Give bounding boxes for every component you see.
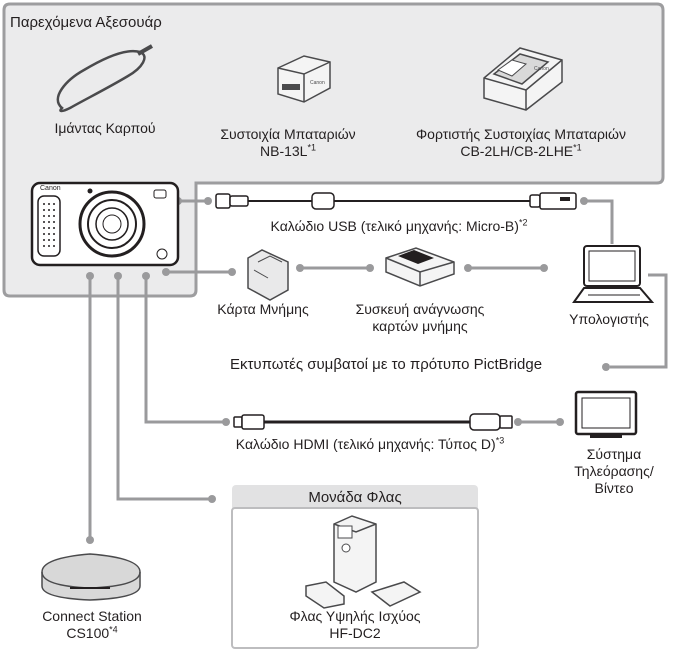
charger-footnote: *1 [573,142,582,153]
charger-label-line1: Φορτιστής Συστοιχίας Μπαταριών [416,126,626,142]
hdmi-cable-icon [233,413,513,431]
flash-label-line1: Φλας Υψηλής Ισχύος [289,608,421,624]
laptop-icon [572,245,655,303]
connect-station-label-line1: Connect Station [42,608,142,624]
battery-footnote: *1 [307,142,316,153]
camera-icon [30,181,180,267]
usb-footnote: *2 [518,217,528,228]
card-reader-label-line2: καρτών μνήμης [372,318,468,334]
memory-card-label: Κάρτα Μνήμης [217,301,309,317]
tv-icon [574,390,638,438]
connect-station-label-line2: CS100*4 [66,624,118,641]
charger-label: Φορτιστής Συστοιχίας Μπαταριών CB-2LH/CB… [376,126,666,160]
battery-label-line1: Συστοιχία Μπαταριών [220,126,356,142]
flash-box-title: Μονάδα Φλας [308,489,402,506]
connect-footnote: *4 [109,624,118,635]
wrist-strap-icon [56,44,153,113]
svg-text:Canon: Canon [310,80,325,86]
connect-station-icon [41,553,141,601]
usb-cable-icon [215,192,577,210]
charger-label-line2: CB-2LH/CB-2LHE*1 [460,142,582,159]
battery-pack-icon: Canon [277,55,331,103]
connect-station-label: Connect Station CS100*4 [14,608,170,642]
tv-label-line1: Σύστημα [586,446,642,462]
card-reader-label: Συσκευή ανάγνωσης καρτών μνήμης [330,301,510,335]
connection-lines [88,199,668,540]
hdmi-footnote: *3 [495,435,505,446]
accessories-box-title: Παρεχόμενα Αξεσουάρ [10,14,162,31]
battery-label: Συστοιχία Μπαταριών NB-13L*1 [196,126,380,160]
wrist-strap-label: Ιμάντας Καρπού [54,120,156,136]
card-reader-label-line1: Συσκευή ανάγνωσης [355,301,485,317]
tv-label: Σύστημα Τηλεόρασης/ Βίντεο [556,446,672,497]
flash-box-header [232,485,478,511]
hdmi-cable-label: Καλώδιο HDMI (τελικό μηχανής: Τύπος D)*3 [235,435,505,452]
printers-label: Εκτυπωτές συμβατοί με το πρότυπο PictBri… [229,356,543,373]
flash-label-line2: HF-DC2 [329,625,381,641]
battery-label-line2: NB-13L*1 [260,142,316,159]
svg-text:Canon: Canon [534,66,549,72]
tv-label-line3: Βίντεο [594,480,634,496]
usb-cable-label: Καλώδιο USB (τελικό μηχανής: Micro-B)*2 [270,217,528,234]
camera-brand-label: Canon [40,185,61,192]
computer-label: Υπολογιστής [569,311,649,327]
flash-unit-icon [305,515,422,609]
card-reader-icon [385,247,455,287]
memory-card-icon [247,249,289,301]
flash-label: Φλας Υψηλής Ισχύος HF-DC2 [232,608,478,642]
tv-label-line2: Τηλεόρασης/ [574,463,654,479]
battery-charger-icon: Canon [483,47,563,111]
